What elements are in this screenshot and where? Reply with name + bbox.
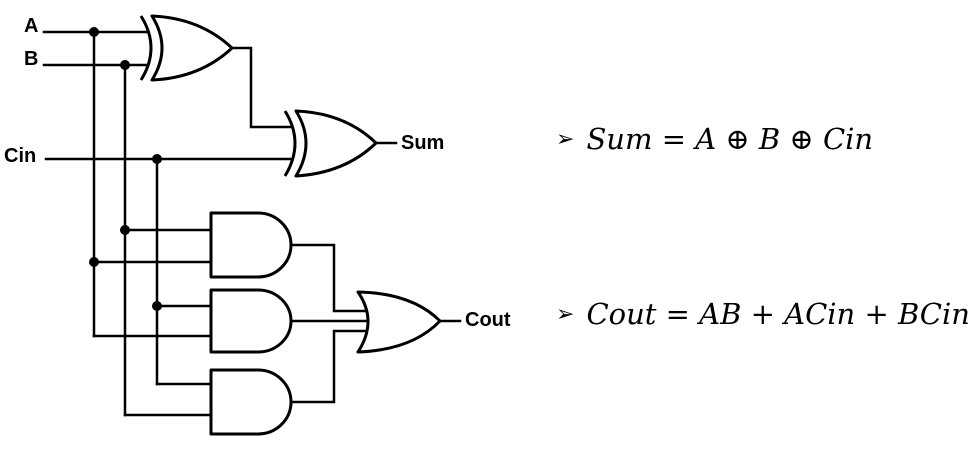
wire-b: [42, 63, 150, 417]
and-gate-3: [209, 368, 293, 436]
label-cout: Cout: [465, 309, 511, 331]
xor-gate-2: [283, 109, 378, 178]
wire-cin: [44, 157, 292, 386]
and-gate-2: [209, 288, 293, 354]
junction-a: [89, 27, 99, 37]
wire-and1-out: [289, 243, 368, 313]
junction-b-and1: [120, 225, 130, 235]
bullet-arrow-icon: ➢: [556, 127, 575, 152]
sum-equation-text: Sum = A ⊕ B ⊕ Cin: [586, 122, 874, 156]
wire-xor1-out: [230, 46, 292, 129]
label-cin: Cin: [4, 145, 36, 167]
junction-cin: [152, 154, 162, 164]
and-gate-1: [209, 211, 293, 279]
junction-a-and1: [89, 257, 99, 267]
junction-cin-and2: [152, 301, 162, 311]
xor-gate-1: [139, 14, 234, 82]
cout-equation: ➢ Cout = AB + ACin + BCin: [556, 297, 970, 331]
label-a: A: [24, 15, 38, 37]
cout-equation-text: Cout = AB + ACin + BCin: [586, 297, 970, 331]
wire-a: [42, 30, 150, 338]
bullet-arrow-icon: ➢: [556, 302, 575, 327]
label-sum: Sum: [401, 132, 444, 154]
label-b: B: [24, 48, 38, 70]
wire-and3-out: [289, 329, 368, 404]
or-gate: [356, 290, 442, 354]
sum-equation: ➢ Sum = A ⊕ B ⊕ Cin: [556, 122, 873, 156]
junction-b: [120, 60, 130, 70]
